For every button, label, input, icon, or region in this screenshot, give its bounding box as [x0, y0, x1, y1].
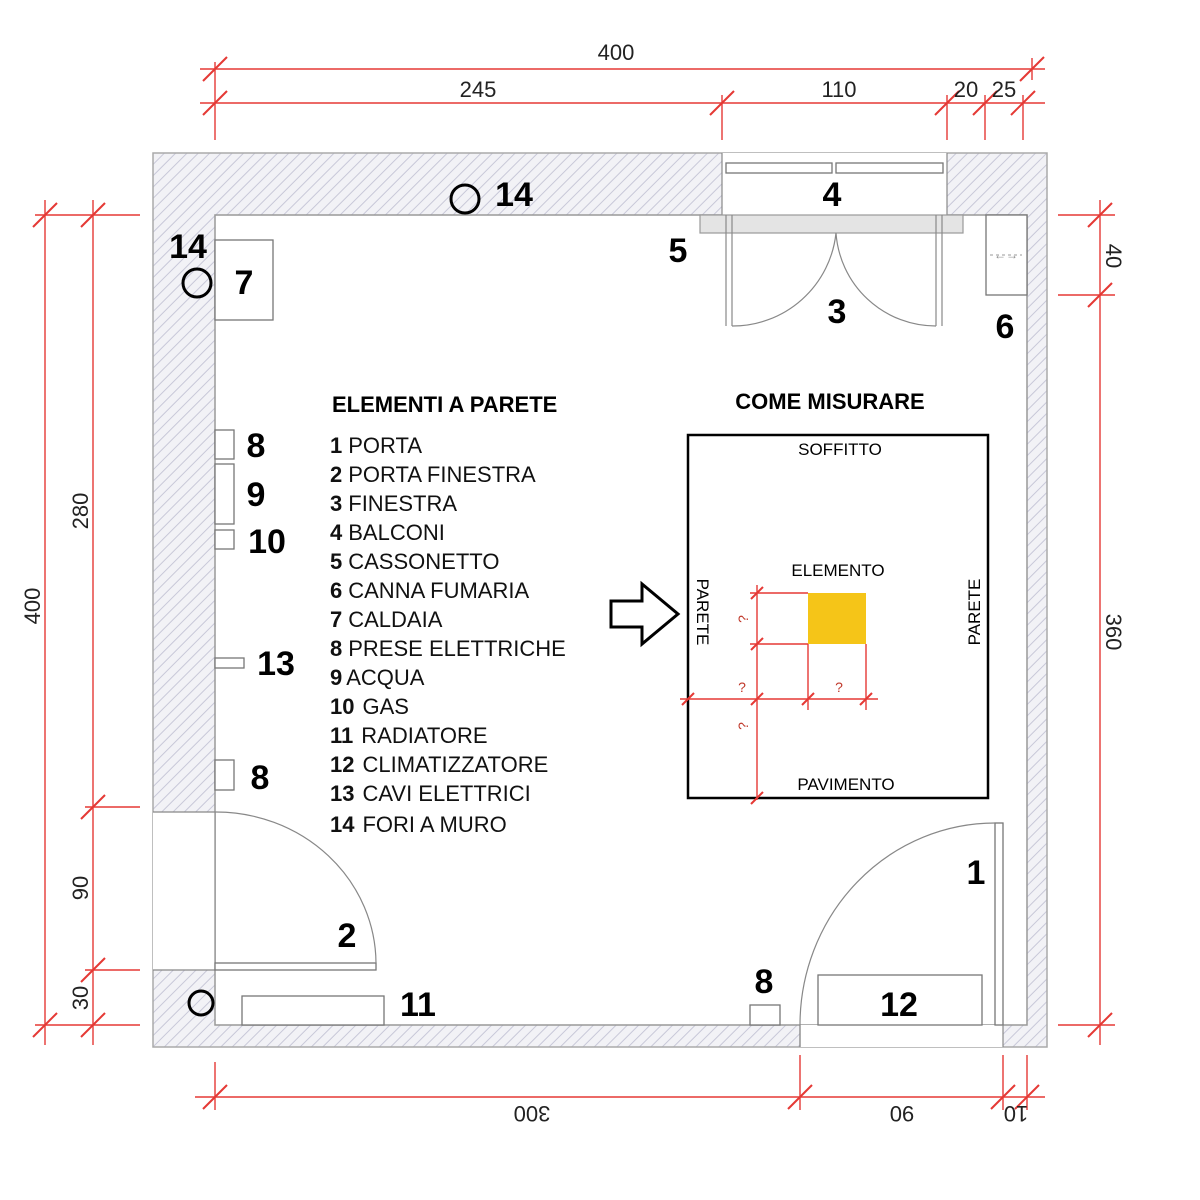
measure-guides — [680, 585, 878, 805]
dimension-lines-left — [32, 200, 140, 1045]
measure-title: COME MISURARE — [735, 389, 924, 414]
element-square — [808, 593, 866, 644]
radiator-box — [241, 995, 385, 1026]
marker-8-bottom: 8 — [755, 963, 774, 1001]
dim-top-a: 245 — [460, 77, 497, 102]
marker-14-top: 14 — [495, 176, 533, 214]
marker-12: 12 — [880, 986, 918, 1024]
dim-bottom-c: 10 — [1004, 1101, 1028, 1126]
dim-top-c: 20 — [954, 77, 978, 102]
cables-box — [214, 657, 245, 669]
marker-5: 5 — [669, 232, 688, 270]
marker-8-upper: 8 — [247, 427, 266, 465]
wall-left-label: PARETE — [693, 579, 712, 646]
marker-10: 10 — [248, 523, 286, 561]
socket-box-upper — [214, 429, 235, 460]
wall-right-label: PARETE — [965, 579, 984, 646]
cassonetto-box — [699, 214, 964, 234]
dim-bottom-b: 90 — [890, 1101, 914, 1126]
window-leaves — [725, 215, 943, 327]
marker-13: 13 — [257, 645, 295, 683]
room-walls — [152, 152, 1048, 1048]
dim-left-c: 30 — [68, 986, 93, 1010]
element-label: ELEMENTO — [791, 561, 884, 580]
wall-hole-left — [181, 267, 213, 299]
ceiling-label: SOFFITTO — [798, 440, 882, 459]
dim-top-d: 25 — [992, 77, 1016, 102]
unknown-floor-offset: ? — [735, 722, 751, 730]
wall-hole-bottom — [187, 989, 215, 1017]
wall-hole-top — [449, 183, 481, 215]
marker-11: 11 — [400, 986, 436, 1024]
marker-14-left: 14 — [169, 228, 207, 266]
dim-right-total: 360 — [1101, 614, 1126, 651]
balcony-window-frame — [721, 153, 948, 215]
dimension-lines-top — [200, 56, 1045, 140]
gas-box — [214, 529, 235, 550]
dim-left-a: 280 — [68, 493, 93, 530]
dim-left-b: 90 — [68, 876, 93, 900]
unknown-width: ? — [835, 679, 843, 695]
marker-3: 3 — [828, 293, 847, 331]
chimney-flue: ←→ — [985, 214, 1028, 296]
dim-right-a: 40 — [1101, 244, 1126, 268]
dim-top-total: 400 — [598, 40, 635, 65]
unknown-left-offset: ? — [738, 679, 746, 695]
dim-bottom-a: 300 — [514, 1101, 551, 1126]
dim-top-b: 110 — [821, 77, 856, 102]
marker-2: 2 — [338, 917, 357, 955]
socket-box-bottom — [749, 1004, 781, 1026]
water-box — [214, 463, 235, 525]
socket-box-lower — [214, 759, 235, 791]
air-conditioner-box — [817, 974, 983, 1026]
marker-4: 4 — [823, 176, 842, 214]
marker-9: 9 — [247, 476, 266, 514]
floor-label: PAVIMENTO — [797, 775, 894, 794]
arrow-right-icon — [609, 580, 681, 648]
french-door — [153, 811, 377, 971]
marker-7: 7 — [235, 264, 254, 302]
unknown-height: ? — [735, 615, 751, 623]
flue-arrow-icon: ←→ — [994, 248, 1018, 262]
legend-title: ELEMENTI A PARETE — [332, 392, 557, 417]
dimension-lines-bottom — [195, 1055, 1045, 1110]
door — [799, 822, 1004, 1047]
dimension-lines-right — [1058, 200, 1115, 1045]
dim-left-total: 400 — [20, 588, 45, 625]
marker-1: 1 — [967, 854, 986, 892]
boiler-box — [214, 239, 274, 321]
marker-8-lower: 8 — [251, 759, 270, 797]
marker-6: 6 — [996, 308, 1015, 346]
